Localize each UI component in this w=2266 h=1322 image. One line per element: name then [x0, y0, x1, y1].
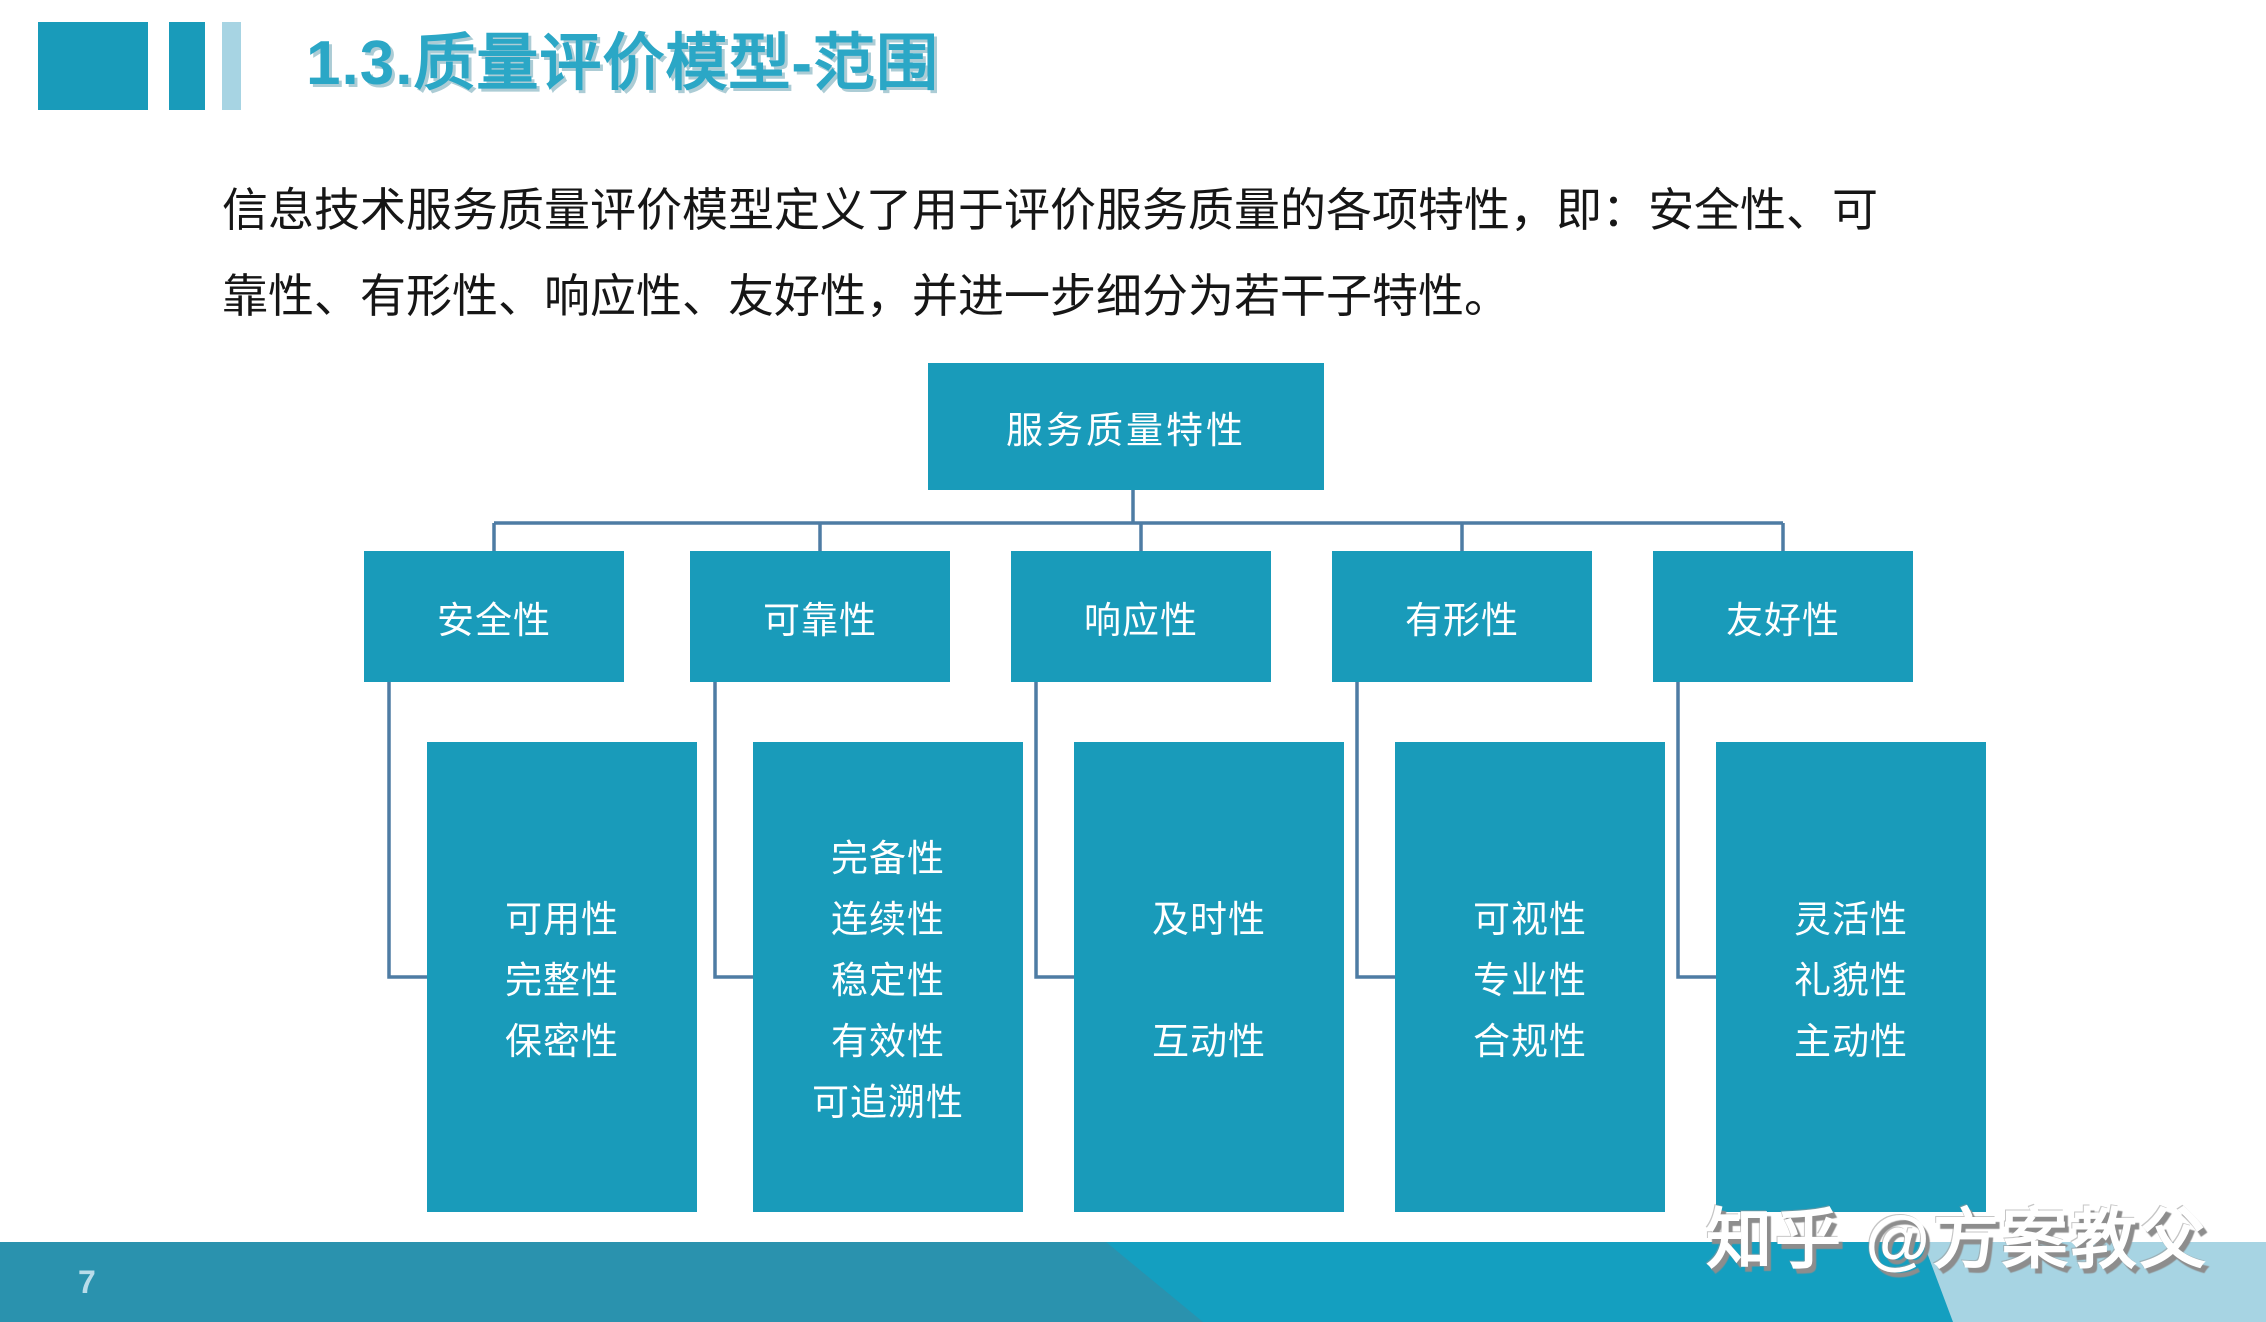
branch-box-tangibility: 有形性 [1332, 551, 1592, 682]
sub-item: 保密性 [505, 1022, 619, 1063]
sub-item: 互动性 [1152, 1022, 1266, 1063]
sub-item: 有效性 [831, 1022, 945, 1063]
root-node-label: 服务质量特性 [1006, 410, 1246, 452]
sub-item: 主动性 [1794, 1022, 1908, 1063]
sub-item: 合规性 [1473, 1022, 1587, 1063]
sub-box-reliability: 完备性 连续性 稳定性 有效性 可追溯性 [753, 742, 1023, 1212]
branch-box-security: 安全性 [364, 551, 624, 682]
intro-paragraph: 信息技术服务质量评价模型定义了用于评价服务质量的各项特性，即：安全性、可 靠性、… [222, 168, 1878, 340]
paragraph-line-1: 信息技术服务质量评价模型定义了用于评价服务质量的各项特性，即：安全性、可 [222, 185, 1878, 236]
footer-bar-mid-shape [1106, 1242, 1953, 1322]
sub-item: 可追溯性 [812, 1083, 964, 1124]
sub-box-responsiveness: 及时性 互动性 [1074, 742, 1344, 1212]
branch-box-friendliness: 友好性 [1653, 551, 1913, 682]
sub-box-tangibility: 可视性 专业性 合规性 [1395, 742, 1665, 1212]
branch-label: 有形性 [1405, 600, 1519, 642]
branch-label: 友好性 [1726, 600, 1840, 642]
sub-item: 可用性 [505, 900, 619, 941]
sub-item: 灵活性 [1794, 900, 1908, 941]
branch-box-reliability: 可靠性 [690, 551, 950, 682]
sub-box-friendliness: 灵活性 礼貌性 主动性 [1716, 742, 1986, 1212]
decor-bar [169, 22, 205, 110]
sub-item: 及时性 [1152, 900, 1266, 941]
branch-label: 安全性 [437, 600, 551, 642]
sub-item: 专业性 [1473, 961, 1587, 1002]
node-service-quality-characteristics: 服务质量特性 [928, 363, 1324, 490]
sub-item: 礼貌性 [1794, 961, 1908, 1002]
paragraph-line-2: 靠性、有形性、响应性、友好性，并进一步细分为若干子特性。 [222, 271, 1510, 322]
slide-title: 1.3.质量评价模型-范围 [306, 29, 940, 98]
sub-item: 稳定性 [831, 961, 945, 1002]
branch-label: 响应性 [1084, 600, 1198, 642]
footer-bar: 7 [0, 1242, 2266, 1322]
sub-item: 可视性 [1473, 900, 1587, 941]
decor-square [38, 22, 148, 110]
sub-box-security: 可用性 完整性 保密性 [427, 742, 697, 1212]
page-number: 7 [78, 1264, 96, 1300]
branch-box-responsiveness: 响应性 [1011, 551, 1271, 682]
decor-bar-light [222, 22, 241, 110]
watermark: 知乎 @方案教父 [1706, 1202, 2209, 1276]
branch-label: 可靠性 [763, 600, 877, 642]
footer-bar-light-shape [1923, 1242, 2266, 1322]
sub-item: 完整性 [505, 961, 619, 1002]
sub-item: 完备性 [831, 839, 945, 880]
sub-item: 连续性 [831, 900, 945, 941]
